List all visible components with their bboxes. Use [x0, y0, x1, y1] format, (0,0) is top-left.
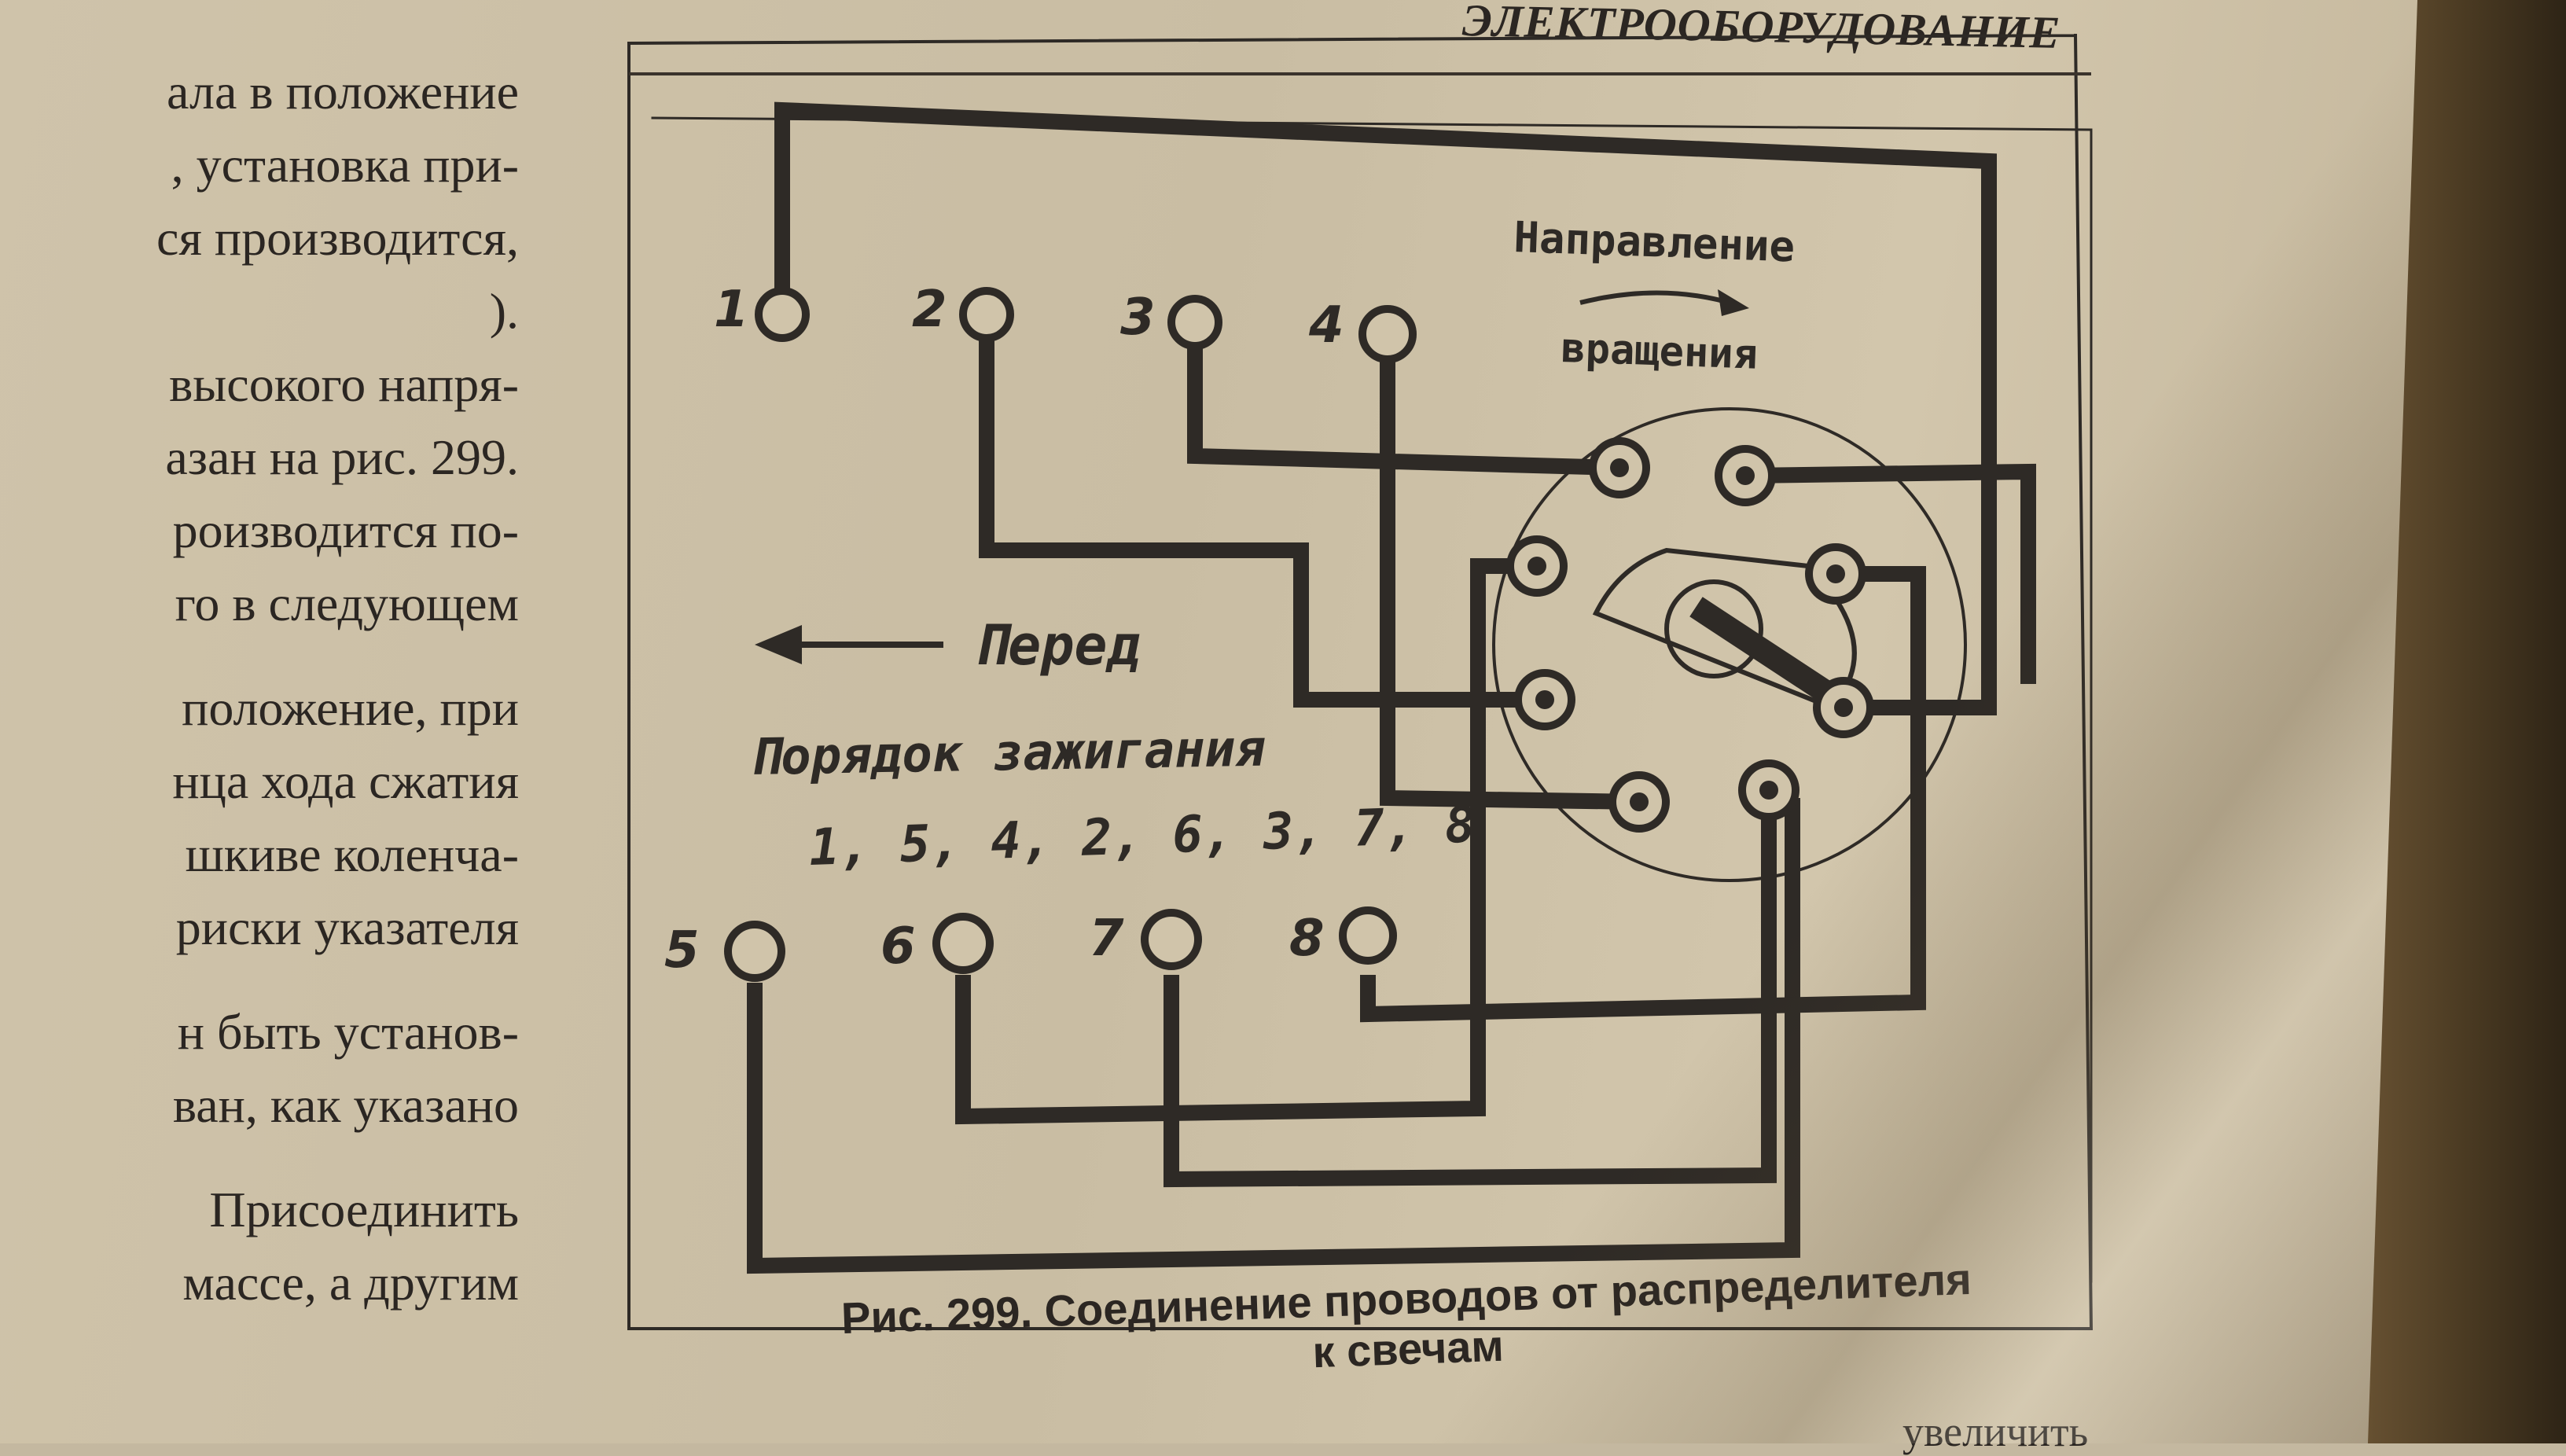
body-text-column: ала в положение , установка при- ся прои…: [0, 55, 519, 1319]
rotation-arrow-head: [1718, 289, 1749, 316]
text-line: риски указателя: [175, 899, 519, 955]
text-line: н быть установ-: [177, 1004, 519, 1060]
plug-number-3: 3: [1120, 289, 1156, 347]
plug-7-terminal: [1141, 909, 1202, 970]
rotation-arrow: [1579, 290, 1730, 305]
terminal-dot: [1535, 690, 1554, 709]
text-line: роизводится по-: [172, 502, 519, 558]
plug-8-terminal: [1339, 906, 1397, 965]
text-line: ся производится,: [156, 210, 519, 266]
text-line: шкиве коленча-: [185, 826, 519, 882]
plug-number-4: 4: [1308, 296, 1344, 355]
text-line: ала в положение: [167, 64, 519, 119]
wire-8: [1360, 566, 1926, 1023]
header-rule: [629, 72, 2091, 75]
plug-number-5: 5: [664, 921, 700, 980]
plug-number-7: 7: [1089, 910, 1124, 968]
terminal-dot: [1826, 564, 1845, 583]
rotor-center: [1664, 579, 1763, 678]
terminal-dot: [1736, 466, 1755, 485]
plug-1-terminal: [755, 287, 810, 342]
text-line: массе, а другим: [182, 1255, 519, 1311]
terminal-dot: [1834, 698, 1853, 717]
text-line: ван, как указано: [172, 1077, 519, 1133]
wire-3: [1187, 330, 1620, 476]
front-label: Перед: [975, 613, 1141, 678]
wire-6: [955, 558, 1537, 1125]
terminal-dot: [1630, 792, 1649, 811]
distributor-cap: [1492, 407, 1967, 882]
text-line: высокого напря-: [169, 356, 519, 412]
text-line: ).: [489, 283, 519, 339]
text-line: нца хода сжатия: [172, 753, 519, 809]
terminal-dot: [1527, 557, 1546, 575]
plug-2-terminal: [959, 287, 1014, 342]
terminal-dot: [1610, 458, 1629, 477]
plug-6-terminal: [932, 913, 994, 974]
plug-5-terminal: [724, 921, 785, 982]
plug-4-terminal: [1358, 305, 1417, 363]
text-line: , установка при-: [171, 137, 519, 193]
bottom-text-fragment: увеличить: [1902, 1408, 2089, 1455]
firing-order-sequence: 1, 5, 4, 2, 6, 3, 7, 8: [808, 796, 1476, 877]
plug-number-6: 6: [880, 917, 916, 976]
wire-5: [747, 798, 1800, 1274]
wire-7: [1164, 786, 1777, 1188]
plug-number-8: 8: [1289, 910, 1325, 968]
text-line: азан на рис. 299.: [165, 429, 519, 485]
wire-8-extension: [1744, 463, 2036, 684]
text-line: положение, при: [182, 680, 519, 736]
text-line: го в следующем: [175, 575, 519, 631]
wire-1: [774, 101, 1997, 715]
text-line: Присоединить: [209, 1182, 519, 1237]
figure-outer-frame: [627, 33, 2094, 1330]
plug-number-2: 2: [912, 281, 947, 339]
front-arrow-head: [755, 625, 802, 664]
wire-4: [1380, 362, 1640, 810]
plug-3-terminal: [1167, 295, 1222, 350]
rotation-label-1: Направление: [1513, 212, 1796, 271]
firing-order-label: Порядок зажигания: [750, 720, 1266, 787]
plug-number-1: 1: [714, 281, 749, 339]
terminal-dot: [1759, 781, 1778, 800]
rotation-label-2: вращения: [1561, 325, 1759, 379]
